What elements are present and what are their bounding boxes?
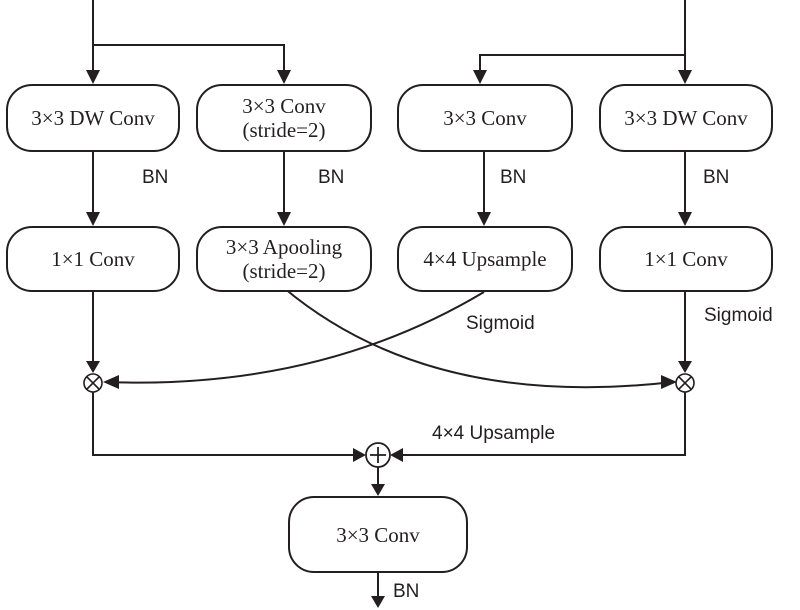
block-label: 3×3 DW Conv [31,106,155,130]
arrowhead [353,448,366,462]
arrowhead [103,375,119,389]
block-label: 1×1 Conv [644,247,728,271]
sigmoid-label: Sigmoid [704,305,773,326]
arrowhead [390,448,403,462]
arrowhead [371,596,385,608]
arrowhead [277,212,291,226]
upsample-to-left-multiply-curve [106,291,485,384]
right-pw-conv-block: 1×1 Conv [599,226,773,292]
arrowhead [371,484,385,496]
block-label: 1×1 Conv [51,247,135,271]
block-label: 3×3 Apooling [225,235,343,259]
apooling-block: 3×3 Apooling (stride=2) [196,226,372,292]
block-label: 4×4 Upsample [423,247,547,271]
block-label: 3×3 DW Conv [624,106,748,130]
right-conv-block: 3×3 Conv [397,84,573,152]
arrowhead [661,375,677,389]
bn-label: BN [703,167,730,188]
arrowhead [678,361,692,373]
left-conv-stride-block: 3×3 Conv (stride=2) [196,84,372,152]
bn-label: BN [318,167,345,188]
bn-output-label: BN [393,581,420,602]
arrowhead [678,70,692,84]
arrowhead [86,212,100,226]
bn-label: BN [142,167,169,188]
add-operator [365,442,391,468]
left-to-add-line [92,392,356,456]
block-label: 3×3 Conv [443,106,527,130]
right-branch-line [479,54,685,72]
upsample-block: 4×4 Upsample [397,226,573,292]
arrowhead [277,70,291,84]
output-conv-block: 3×3 Conv [288,496,468,573]
arrowhead [86,361,100,373]
block-label: (stride=2) [242,259,326,283]
left-multiply-operator [83,373,103,393]
bn-label: BN [500,167,527,188]
arrowhead [86,70,100,84]
sigmoid-label: Sigmoid [466,313,535,334]
block-label: 3×3 Conv [336,522,420,547]
upsample-edge-label: 4×4 Upsample [432,423,556,444]
arrowhead [473,70,487,84]
arrowhead [477,212,491,226]
left-dw-conv-block: 3×3 DW Conv [6,84,180,152]
block-label: (stride=2) [242,118,326,142]
left-pw-conv-block: 1×1 Conv [6,226,180,292]
block-label: 3×3 Conv [242,94,326,118]
arrowhead [678,212,692,226]
right-dw-conv-block: 3×3 DW Conv [599,84,773,152]
right-to-add-line [400,392,686,456]
left-branch-line [93,44,285,72]
apooling-to-right-multiply-curve [283,287,674,389]
right-multiply-operator [675,373,695,393]
